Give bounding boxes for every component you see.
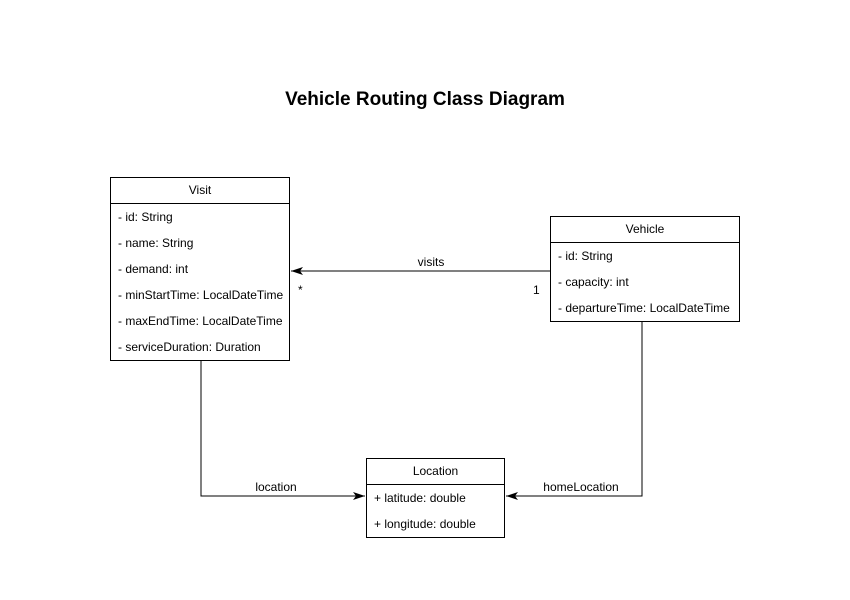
edge-label-homelocation: homeLocation	[542, 480, 620, 494]
class-location-attributes: + latitude: double + longitude: double	[367, 485, 504, 537]
class-vehicle-attribute: - departureTime: LocalDateTime	[558, 301, 730, 315]
class-location-attribute: + longitude: double	[374, 517, 476, 531]
multiplicity-visit-end: *	[298, 283, 303, 297]
class-visit-attribute: - name: String	[118, 236, 194, 250]
class-visit-attribute: - maxEndTime: LocalDateTime	[118, 314, 283, 328]
class-visit-attribute: - demand: int	[118, 262, 189, 276]
class-visit-attribute: - serviceDuration: Duration	[118, 340, 261, 354]
class-vehicle: Vehicle - id: String - capacity: int - d…	[550, 216, 740, 322]
edge-vehicle-homelocation	[506, 322, 643, 500]
class-visit-name: Visit	[111, 178, 289, 204]
class-vehicle-attribute: - id: String	[558, 249, 613, 263]
class-vehicle-attribute: - capacity: int	[558, 275, 629, 289]
class-visit-attribute: - minStartTime: LocalDateTime	[118, 288, 284, 302]
edge-visit-location	[200, 361, 365, 500]
edge-label-location: location	[254, 480, 298, 494]
class-location-attribute: + latitude: double	[374, 491, 466, 505]
class-vehicle-name: Vehicle	[551, 217, 739, 243]
class-visit: Visit - id: String - name: String - dema…	[110, 177, 290, 361]
multiplicity-vehicle-end: 1	[533, 283, 540, 297]
class-location: Location + latitude: double + longitude:…	[366, 458, 505, 538]
class-location-name: Location	[367, 459, 504, 485]
class-visit-attribute: - id: String	[118, 210, 173, 224]
diagram-title: Vehicle Routing Class Diagram	[285, 89, 565, 110]
class-vehicle-attributes: - id: String - capacity: int - departure…	[551, 243, 739, 321]
class-visit-attributes: - id: String - name: String - demand: in…	[111, 204, 289, 360]
edge-label-visits: visits	[416, 255, 446, 269]
